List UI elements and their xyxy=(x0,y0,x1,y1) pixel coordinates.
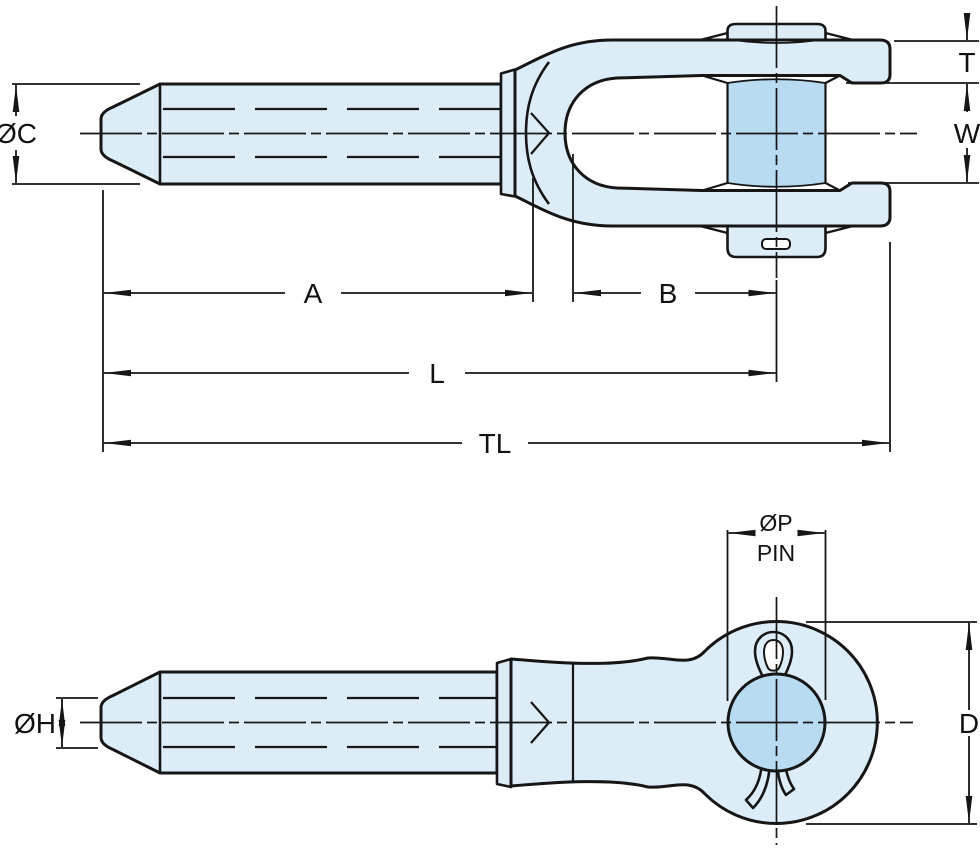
dimension-lines-top xyxy=(12,13,971,447)
ear-chamfer-lines xyxy=(701,74,841,192)
label-dim-a: A xyxy=(304,278,323,309)
bottom-view: ØH ØP PIN D xyxy=(14,510,979,845)
label-dim-l: L xyxy=(429,358,445,389)
top-view: ØC A B L TL T W xyxy=(0,6,980,459)
label-dim-tl: TL xyxy=(479,428,512,459)
extension-lines-top xyxy=(12,40,979,452)
boss-slant-lines xyxy=(699,31,854,235)
dimension-lines-bottom xyxy=(58,529,973,823)
label-pin-word: PIN xyxy=(757,540,795,566)
label-ear-thickness: T xyxy=(958,47,975,78)
label-pin-diameter: ØP xyxy=(759,510,792,536)
extension-lines-bottom xyxy=(56,530,977,825)
cotter-loop-hole xyxy=(762,638,785,672)
label-bore-diameter: ØH xyxy=(14,708,56,739)
bore-hidden-lines xyxy=(163,107,540,159)
cotter-prong-long xyxy=(744,760,772,810)
bore-hidden-lines-bottom xyxy=(163,696,540,749)
label-dim-b: B xyxy=(659,278,678,309)
label-shank-diameter: ØC xyxy=(0,118,37,149)
label-jaw-width: W xyxy=(954,118,980,149)
label-eye-diameter: D xyxy=(959,708,979,739)
